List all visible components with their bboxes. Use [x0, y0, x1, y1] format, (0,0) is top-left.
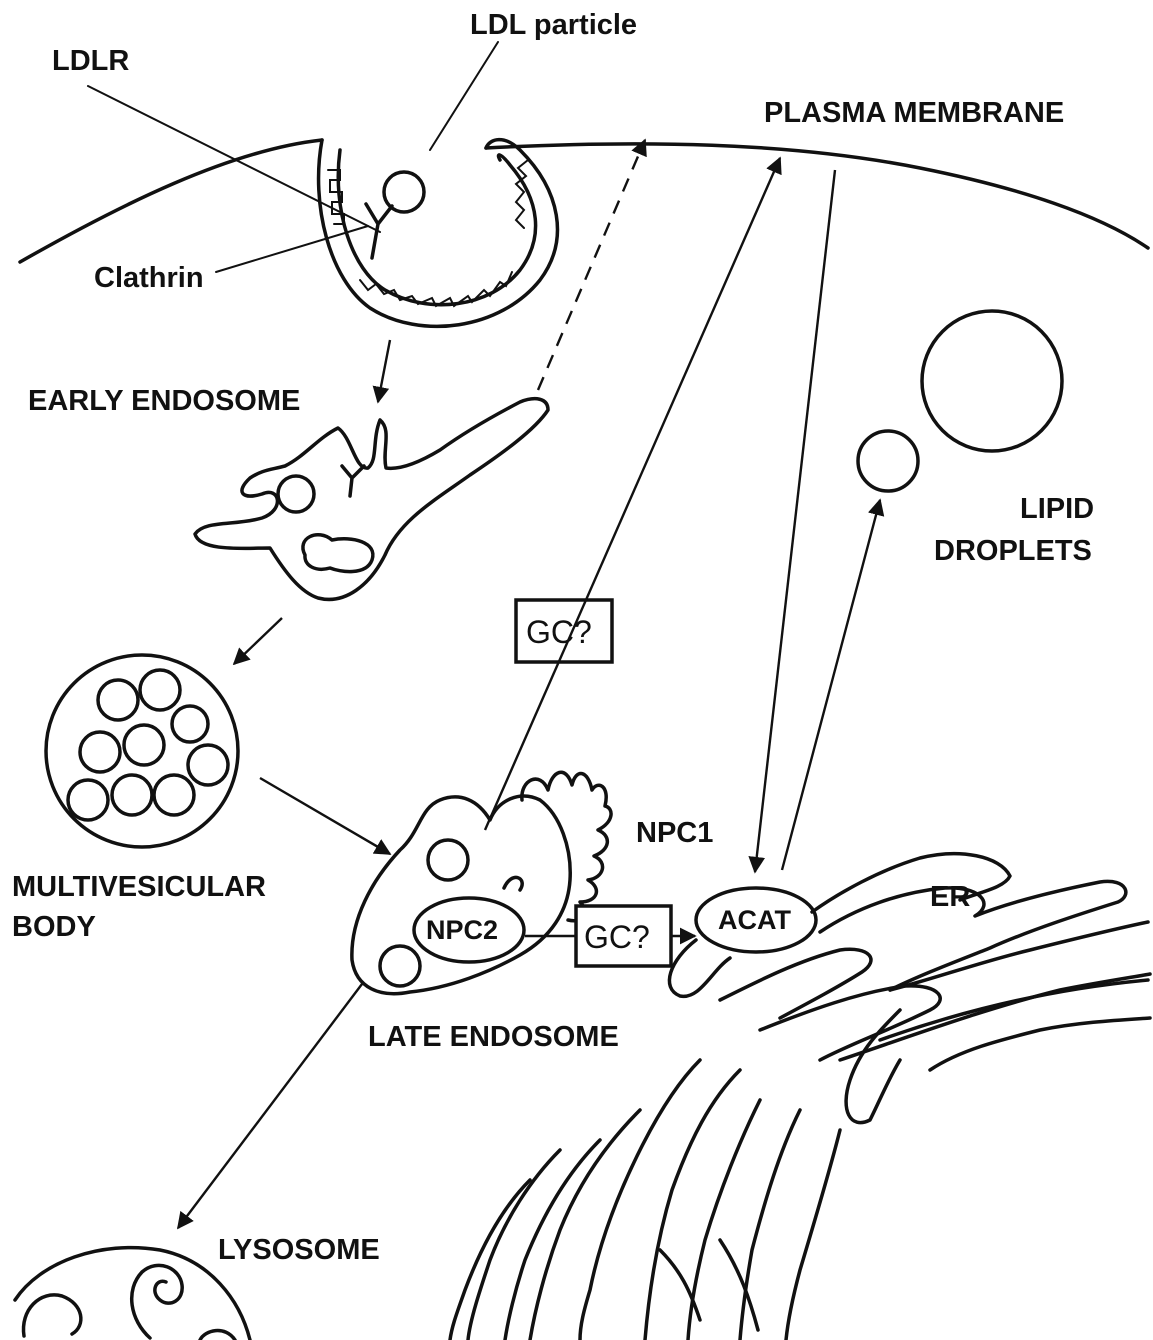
ldl-particle-leader — [430, 42, 498, 150]
lipid-droplets — [858, 311, 1062, 491]
label-lipid-droplets-line2: DROPLETS — [934, 535, 1092, 567]
label-npc2: NPC2 — [426, 915, 498, 945]
arrow-pit-to-early-endosome — [378, 340, 390, 402]
label-body: BODY — [12, 911, 96, 943]
label-acat: ACAT — [718, 905, 791, 935]
label-gc-upper: GC? — [526, 614, 592, 650]
label-early-endosome: EARLY ENDOSOME — [28, 385, 300, 417]
label-late-endosome: LATE ENDOSOME — [368, 1021, 619, 1053]
arrow-early-to-mvb — [234, 618, 282, 664]
label-er: ER — [930, 881, 970, 913]
label-multivesicular: MULTIVESICULAR — [12, 871, 266, 903]
clathrin-leader — [216, 226, 368, 272]
label-clathrin: Clathrin — [94, 262, 204, 294]
label-gc-lower: GC? — [584, 919, 650, 955]
arrow-late-endosome-to-plasma-membrane — [485, 158, 780, 830]
label-plasma-membrane: PLASMA MEMBRANE — [764, 97, 1064, 129]
arrow-early-endosome-recycling — [538, 140, 645, 390]
label-ldlr: LDLR — [52, 45, 129, 77]
label-npc1: NPC1 — [636, 817, 713, 849]
plasma-membrane — [20, 140, 1148, 327]
arrow-plasma-membrane-to-acat — [755, 170, 835, 872]
early-endosome — [195, 399, 548, 600]
arrow-mvb-to-late-endosome — [260, 778, 390, 854]
label-lysosome: LYSOSOME — [218, 1234, 380, 1266]
multivesicular-body — [46, 655, 238, 847]
arrow-late-endosome-to-lysosome — [178, 984, 362, 1228]
arrow-acat-to-lipid-droplets — [782, 500, 880, 870]
ldlr-leader — [88, 86, 380, 232]
label-ldl-particle: LDL particle — [470, 9, 637, 41]
lysosome — [15, 1248, 250, 1340]
label-lipid-droplets-line1: LIPID — [1020, 493, 1094, 525]
